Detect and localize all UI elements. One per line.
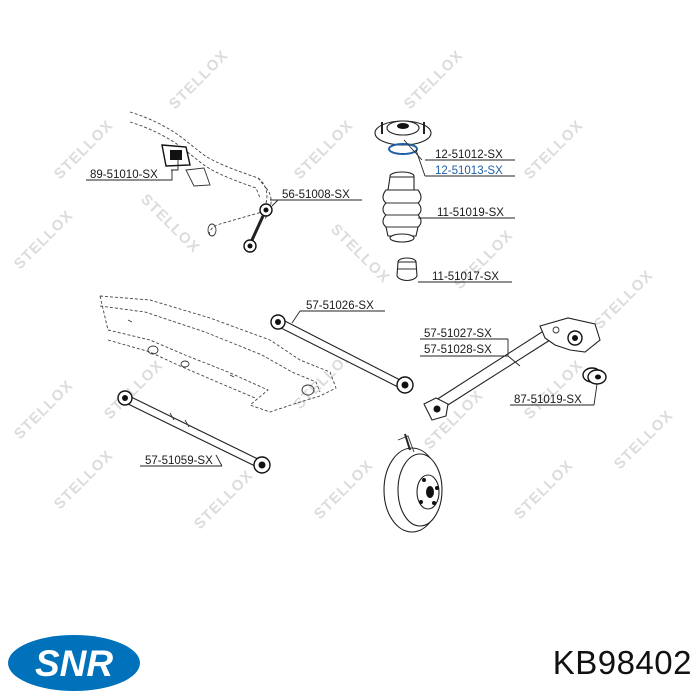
stabilizer-bushing (161, 144, 211, 187)
logo-oval (8, 635, 140, 691)
part-label: 57-51027-SX (424, 328, 492, 340)
stabilizer-bar (129, 111, 272, 237)
watermark: STELLOX (401, 47, 467, 113)
watermark-layer: STELLOX STELLOX STELLOX STELLOX STELLOX … (11, 47, 677, 533)
logo-text: SNR (35, 643, 113, 684)
bump-stop (396, 257, 418, 282)
part-labels: 89-51010-SX 56-51008-SX 12-51012-SX 12-5… (90, 149, 582, 467)
watermark: STELLOX (11, 377, 77, 443)
watermark: STELLOX (137, 191, 203, 257)
subframe (99, 295, 337, 413)
part-label: 89-51010-SX (90, 169, 158, 181)
part-label: 56-51008-SX (282, 189, 350, 201)
brand-logo: SNR (8, 635, 140, 691)
trailing-arm (423, 317, 601, 421)
control-arm-upper (270, 314, 414, 394)
part-label: 57-51059-SX (145, 455, 213, 467)
strut-mount (374, 120, 432, 155)
watermark: STELLOX (166, 47, 232, 113)
watermark: STELLOX (191, 467, 257, 533)
watermark: STELLOX (11, 207, 77, 273)
part-number: KB98402 (552, 644, 692, 681)
part-label: 57-51028-SX (424, 344, 492, 356)
watermark: STELLOX (521, 117, 587, 183)
part-label: 11-51017-SX (432, 271, 499, 283)
watermark: STELLOX (327, 221, 393, 287)
dust-boot (382, 171, 422, 243)
watermark: STELLOX (591, 267, 657, 333)
leader-lines (86, 139, 598, 467)
watermark: STELLOX (521, 357, 587, 423)
watermark: STELLOX (51, 447, 117, 513)
watermark: STELLOX (511, 457, 577, 523)
watermark: STELLOX (291, 117, 357, 183)
part-label: 87-51019-SX (514, 394, 582, 406)
part-label-highlight: 12-51013-SX (435, 165, 503, 177)
control-arm-lower (117, 390, 271, 474)
brake-disc (383, 433, 443, 533)
watermark: STELLOX (611, 407, 677, 473)
stabilizer-link (243, 203, 273, 253)
part-label: 11-51019-SX (437, 207, 504, 219)
part-label: 57-51026-SX (306, 300, 374, 312)
watermark: STELLOX (311, 457, 377, 523)
part-label: 12-51012-SX (435, 149, 503, 161)
bushing (582, 367, 607, 385)
